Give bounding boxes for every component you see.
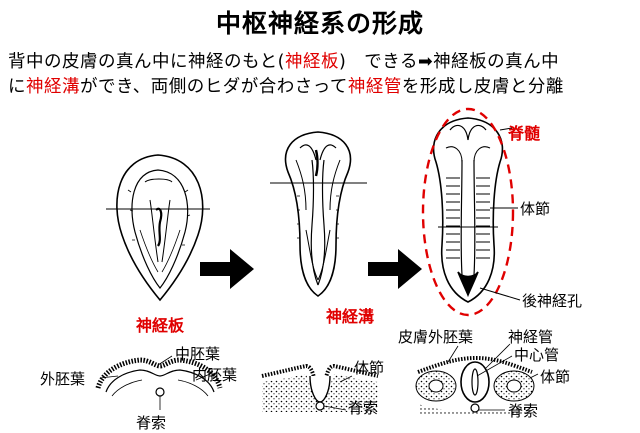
cross-section-neural-tube	[415, 343, 539, 416]
desc-text: 神経板の真ん中	[433, 52, 560, 72]
description-line-1: 背中の皮膚の真ん中に神経のもと(神経板) できる➡神経板の真ん中	[8, 48, 559, 73]
desc-text: ) できる	[338, 52, 418, 72]
stage1-embryo	[106, 154, 210, 302]
label-notochord-1: 脊索	[136, 414, 167, 432]
label-somite-3: 体節	[540, 368, 571, 386]
label-neural-plate: 神経板	[136, 316, 185, 335]
right-arrow-icon	[368, 249, 422, 289]
label-endoderm: 内胚葉	[192, 366, 238, 384]
desc-text: 背中の皮膚の真ん中に神経のもと(	[8, 52, 285, 72]
label-notochord-3: 脊索	[508, 402, 539, 420]
label-mesoderm: 中胚葉	[175, 345, 221, 363]
label-neural-groove: 神経溝	[326, 307, 375, 326]
right-arrow-icon: ➡	[417, 52, 434, 72]
label-somite-top: 体節	[520, 200, 551, 218]
stage2-embryo	[270, 131, 367, 297]
highlight-ellipse	[421, 107, 515, 317]
desc-text: を形成し皮膚と分離	[401, 77, 564, 97]
leader-lines	[479, 127, 521, 301]
term-neural-plate: 神経板	[284, 52, 339, 72]
desc-text: に	[8, 77, 26, 97]
label-neural-tube: 神経管	[508, 328, 554, 346]
label-notochord-2: 脊索	[348, 399, 379, 417]
label-ectoderm: 外胚葉	[40, 370, 86, 388]
term-neural-groove: 神経溝	[26, 77, 80, 97]
cross-section-neural-plate	[95, 355, 223, 410]
page-title: 中枢神経系の形成	[215, 9, 424, 38]
desc-text: ができ、両側のヒダが合わさって	[80, 77, 348, 97]
cross-section-neural-groove	[261, 363, 379, 412]
stage3-embryo	[432, 117, 504, 303]
label-somite-2: 体節	[354, 359, 385, 377]
term-neural-tube: 神経管	[347, 77, 402, 97]
label-posterior-neuropore: 後神経孔	[522, 292, 583, 310]
label-spinal-cord: 脊髄	[508, 124, 541, 143]
label-skin-ectoderm: 皮膚外胚葉	[398, 328, 474, 346]
right-arrow-icon	[200, 249, 254, 289]
description-line-2: に神経溝ができ、両側のヒダが合わさって神経管を形成し皮膚と分離	[8, 73, 564, 98]
label-central-canal: 中心管	[514, 346, 560, 364]
